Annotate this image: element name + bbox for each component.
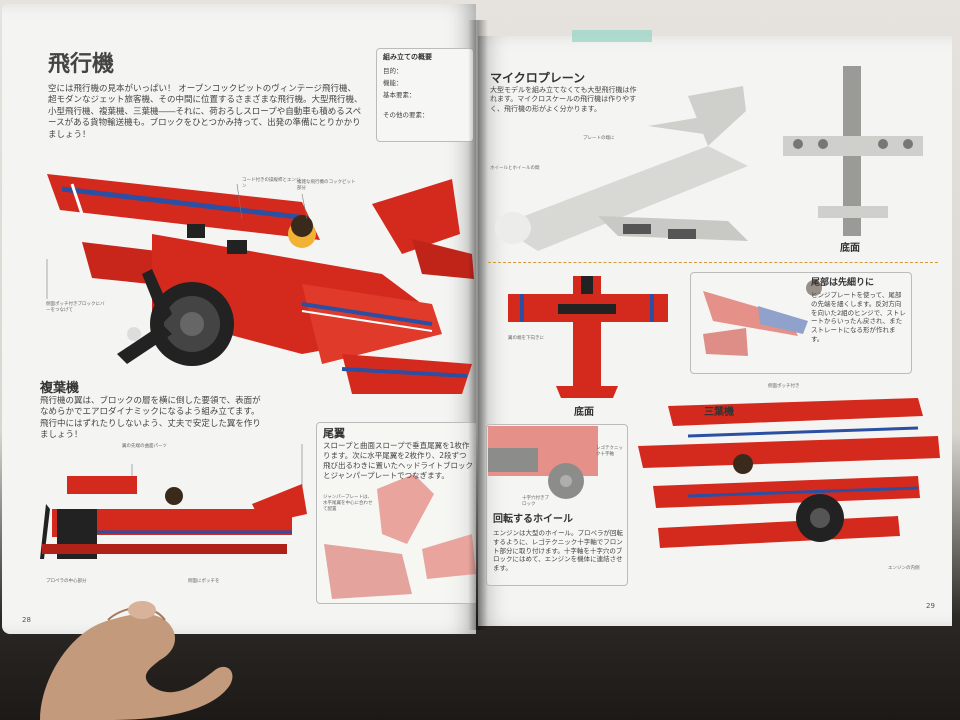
red-micro-plane — [508, 276, 668, 398]
callout-text: 翼の先端の曲面パーツ — [122, 444, 167, 449]
wheel-heading: 回転するホイール — [493, 514, 573, 525]
callout-text: ホイールとホイールの間 — [490, 166, 540, 171]
tail-taper-panel: 尾部は先細りに ヒンジプレートを使って、尾部の先端を細くします。反対方向を向いた… — [690, 272, 912, 374]
sidebar-line: その他の要素： — [383, 111, 429, 119]
jet-model — [495, 86, 748, 251]
micro-heading: マイクロプレーン — [490, 71, 586, 85]
wheel-panel: 回転するホイール エンジンは大型のホイール。プロペラが回転するように、レゴテクニ… — [486, 424, 628, 586]
callout-text: 側面ポッチ付き — [768, 384, 800, 389]
intro-text: 空には飛行機の見本がいっぱい！ オープンコックピットのヴィンテージ飛行機、超モダ… — [48, 84, 363, 140]
biplane-text: 飛行機の翼は、ブロックの層を横に倒した要領で、表面がなめらかでエアロダイナミック… — [40, 396, 261, 441]
book-page-left: 飛行機 空には飛行機の見本がいっぱい！ オープンコックピットのヴィンテージ飛行機… — [2, 4, 476, 634]
tail-panel: 尾翼 スロープと曲面スロープで垂直尾翼を1枚作ります。次に水平尾翼を2枚作り、2… — [316, 422, 476, 604]
callout-text: レゴテクニック十字軸 — [596, 446, 623, 457]
biplane-heading: 複葉機 — [40, 381, 80, 396]
sidebar-heading: 組み立ての概要 — [383, 53, 432, 61]
page-title: 飛行機 — [48, 52, 115, 77]
small-biplane-model — [40, 476, 307, 559]
tail-taper-text: ヒンジプレートを使って、尾部の先端を細くします。反対方向を向いた2組のヒンジで、… — [811, 291, 906, 343]
sidebar-line: 目的： — [383, 67, 403, 75]
callout-text: 側面ポッチ付きブロックにバーをつなげて — [46, 302, 105, 313]
bottom-label: 底面 — [574, 407, 594, 418]
micro-text: 大型モデルを組み立てなくても大型飛行機は作れます。マイクロスケールの飛行機は作り… — [490, 86, 637, 113]
sidebar-line: 基本要素： — [383, 91, 416, 99]
triplane-heading: 三葉機 — [704, 407, 734, 418]
callout-text: コード付きの操縦桿とエンジン — [242, 178, 301, 189]
book-page-right: マイクロプレーン 大型モデルを組み立てなくても大型飛行機は作れます。マイクロスケ… — [478, 36, 952, 626]
callout-text: 翼の端を下向きに — [508, 336, 544, 341]
callout-text: 複雑な飛行機のコックピット部分 — [297, 180, 356, 191]
callout-text: エンジンの内側 — [888, 566, 920, 571]
biplane-model — [47, 174, 474, 394]
tail-note: ジャンパープレートは、水平尾翼を中心に合わせて配置 — [323, 495, 373, 512]
hand — [40, 601, 233, 720]
book-spine — [468, 20, 488, 630]
tail-taper-heading: 尾部は先細りに — [811, 278, 875, 288]
sidebar-line: 機能： — [383, 79, 403, 87]
section-divider — [488, 262, 938, 263]
callout-text: プレートの端に — [583, 136, 615, 141]
callout-text: 十字穴付きブロック — [522, 496, 549, 507]
bottom-label: 底面 — [840, 243, 860, 254]
sticky-tab — [572, 30, 652, 42]
biplane-illustration — [40, 174, 476, 599]
overview-sidebar: 組み立ての概要 目的： 機能： 基本要素： その他の要素： — [376, 48, 474, 142]
tail-text: スロープと曲面スロープで垂直尾翼を1枚作ります。次に水平尾翼を2枚作り、2段ずつ… — [323, 441, 473, 481]
wheel-text: エンジンは大型のホイール。プロペラが回転するように、レゴテクニック十字軸でフロン… — [493, 529, 623, 573]
tail-heading: 尾翼 — [323, 427, 345, 440]
page-number: 29 — [926, 602, 935, 610]
jet-bottom-view — [783, 66, 923, 236]
callout-text: 側面にポッチを — [188, 579, 220, 584]
page-number: 28 — [22, 616, 31, 624]
triplane-model — [638, 398, 940, 548]
callout-text: プロペラの中心部分 — [46, 579, 87, 584]
